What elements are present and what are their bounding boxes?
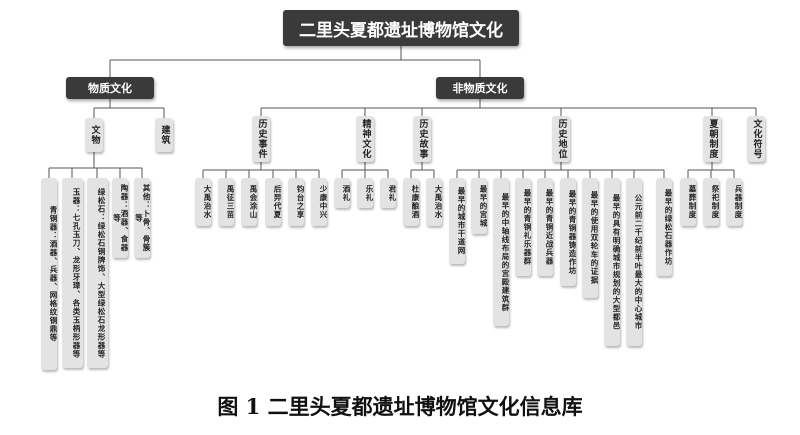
leaf-event: 禹会涂山 <box>241 178 258 226</box>
leaf-status: 最早的绿松石器作坊 <box>656 178 673 276</box>
category-historical-events: 历史事件 <box>252 116 270 162</box>
figure-caption: 图 1 二里头夏都遗址博物馆文化信息库 <box>217 394 583 419</box>
leaf-status: 最早的使用双轮车的证据 <box>582 178 599 298</box>
leaf-pottery: 陶器：酒器、食器等 <box>112 178 129 258</box>
branch-material-culture: 物质文化 <box>66 77 154 99</box>
leaf-jades: 玉器：七孔玉刀、龙形牙璋、各类玉柄形器等 <box>62 178 83 368</box>
leaf-turquoise: 绿松石：绿松石铜牌饰、大型绿松石龙形器等 <box>87 178 108 368</box>
leaf-event: 后羿代夏 <box>265 178 282 226</box>
leaf-institution: 兵器制度 <box>726 178 743 226</box>
leaf-status: 最早的具有明确城市规划的大型都邑 <box>604 178 621 346</box>
leaf-spiritual: 君礼 <box>380 178 397 208</box>
leaf-status: 最早的城市干道网 <box>449 178 466 264</box>
leaf-story: 杜康酿酒 <box>403 178 420 226</box>
leaf-others: 其他：卜骨、骨簇等 <box>134 178 151 258</box>
leaf-status: 最早的青铜近战兵器 <box>537 178 554 276</box>
leaf-status: 最早的青铜器铸造作坊 <box>560 178 577 286</box>
leaf-event: 钧台之享 <box>288 178 305 226</box>
leaf-status: 公元前二千纪前半叶最大的中心城市 <box>626 178 643 346</box>
category-spiritual-culture: 精神文化 <box>356 116 374 162</box>
leaf-spiritual: 酒礼 <box>334 178 351 208</box>
leaf-status: 最早的宫城 <box>471 178 488 234</box>
leaf-event: 少康中兴 <box>311 178 328 226</box>
category-xia-institutions: 夏朝制度 <box>703 116 721 162</box>
category-architecture: 建筑 <box>155 118 173 152</box>
category-historical-status: 历史地位 <box>552 116 570 162</box>
leaf-spiritual: 乐礼 <box>357 178 374 208</box>
root-node: 二里头夏都遗址博物馆文化 <box>283 10 519 46</box>
leaf-status: 最早的青铜礼乐器群 <box>515 178 532 276</box>
leaf-institution: 祭祀制度 <box>703 178 720 226</box>
category-relics: 文物 <box>85 118 103 152</box>
leaf-status: 最早的中轴线布局的宫殿建筑群 <box>493 178 510 326</box>
leaf-event: 禹征三苗 <box>218 178 235 226</box>
branch-intangible-culture: 非物质文化 <box>436 77 524 99</box>
category-cultural-symbols: 文化符号 <box>747 116 765 162</box>
leaf-bronzes: 青铜器：酒器、兵器、网格纹铜鼎等 <box>41 178 58 370</box>
leaf-story: 大禹治水 <box>426 178 443 226</box>
category-historical-stories: 历史故事 <box>413 116 431 162</box>
leaf-event: 大禹治水 <box>195 178 212 226</box>
leaf-institution: 墓葬制度 <box>680 178 697 226</box>
